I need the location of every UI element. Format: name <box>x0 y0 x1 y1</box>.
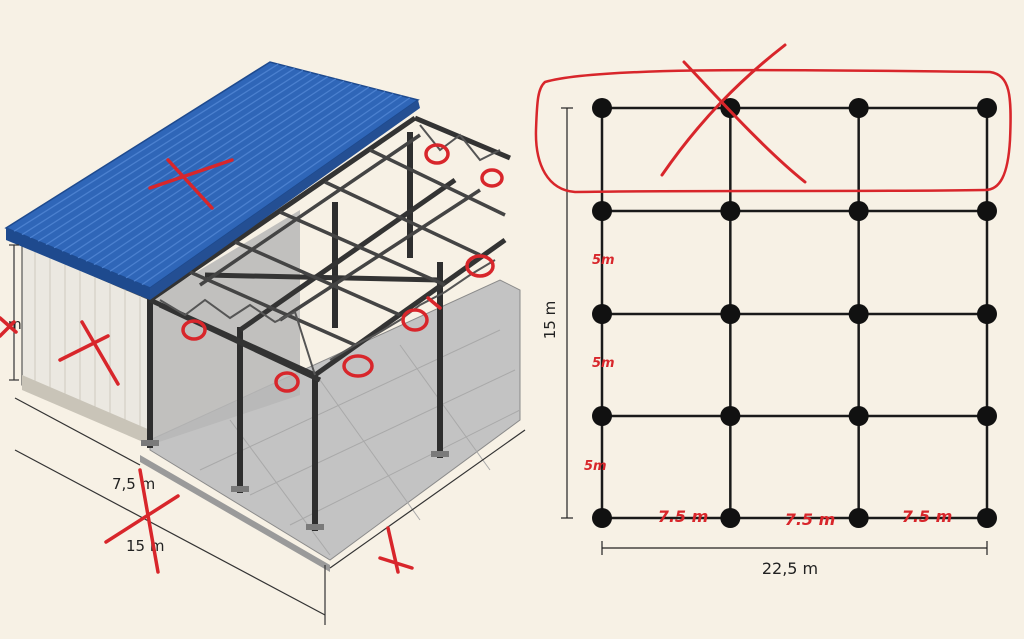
grid-column-point <box>848 406 869 426</box>
grid-column-point <box>848 201 869 221</box>
grid-column-point <box>592 98 612 118</box>
grid-column-point <box>977 304 997 324</box>
roof-rib <box>69 78 337 256</box>
roof-fascia <box>6 228 150 300</box>
roof-rib <box>141 97 411 286</box>
roof-ribs <box>13 63 411 286</box>
steel-columns <box>147 132 443 531</box>
roof-rib <box>45 72 312 246</box>
front-dim-cross-mark <box>104 468 180 574</box>
bay-depth-labels: 5m 5m 5m <box>584 253 615 474</box>
bay-width-label-3: 7.5 m <box>902 507 953 526</box>
grid-column-point <box>592 508 612 528</box>
connection-circle-2 <box>480 168 504 188</box>
roof-rib <box>77 80 345 259</box>
roof-rib <box>85 82 353 262</box>
first-bay-outline <box>534 68 1012 194</box>
bay-width-labels: 7.5 m 7.5 m 7.5 m <box>658 507 953 529</box>
grid-column-point <box>592 201 612 221</box>
connection-circle-6 <box>274 371 300 393</box>
grid-column-point <box>977 201 997 221</box>
grid-column-point <box>720 304 741 324</box>
roof-rib <box>61 76 328 252</box>
steel-purlins <box>189 133 506 347</box>
column-base-plates <box>141 440 449 530</box>
roof-rib <box>93 84 361 266</box>
bay-width-label-2: 7.5 m <box>785 510 836 529</box>
grid-column-point <box>848 508 869 528</box>
grid-column-point <box>592 406 612 426</box>
plan-dimension-lines <box>561 107 988 555</box>
bay-depth-label-3: 5m <box>584 459 607 474</box>
grid-lines <box>600 106 989 520</box>
grid-column-point <box>848 98 869 118</box>
connection-circle-7 <box>181 319 207 341</box>
bay-depth-label-2: 5m <box>592 356 615 371</box>
connection-mark-8 <box>426 296 442 310</box>
bay-width-label-1: 7.5 m <box>658 507 709 526</box>
grid-column-point <box>848 304 869 324</box>
connection-circle-3 <box>465 254 495 278</box>
grid-column-points <box>592 98 997 528</box>
connection-circle-4 <box>401 308 429 332</box>
roof-rib <box>117 91 386 276</box>
connection-circle-1 <box>424 143 450 165</box>
floor-tiles <box>199 329 521 556</box>
column-grid-plan: 15 m 22,5 m 5m 5m 5m 7.5 m 7.5 m 7.5 m <box>541 98 997 578</box>
grid-column-point <box>720 406 741 426</box>
wall-cross-mark <box>58 320 120 386</box>
roof-rib <box>101 86 370 269</box>
grid-column-point <box>592 304 612 324</box>
grid-column-point <box>977 98 997 118</box>
front-dimension-bottom-label: 15 m <box>126 537 164 555</box>
height-cross-mark <box>0 316 18 338</box>
roof-rib <box>21 65 287 236</box>
grid-column-point <box>720 201 741 221</box>
roof-edge-trim <box>150 100 420 300</box>
steel-beams <box>148 115 511 383</box>
perspective-building: m 7,5 m 15 m <box>4 61 526 625</box>
floor-front-edge <box>140 455 330 572</box>
roof-rib <box>109 88 378 272</box>
wall-base <box>22 375 150 445</box>
roof-rib <box>133 95 402 282</box>
total-width-label: 22,5 m <box>762 559 818 578</box>
interior-shadow <box>150 210 300 445</box>
wall-cladding-lines <box>34 250 141 436</box>
roof-rib <box>29 67 296 239</box>
connection-circle-5 <box>342 354 374 378</box>
first-bay-cross-mark <box>660 43 807 184</box>
perspective-markup <box>0 143 504 574</box>
roof-rib <box>37 69 304 242</box>
roof-rib <box>125 93 394 279</box>
roof-rib <box>13 63 279 232</box>
grid-column-point <box>977 406 997 426</box>
roof-rib <box>53 74 320 249</box>
perspective-dimensions <box>9 244 526 625</box>
front-dimension-top-label: 7,5 m <box>112 475 155 493</box>
plan-markup <box>534 43 1012 194</box>
bay-depth-label-1: 5m <box>592 253 615 268</box>
right-dim-cross-mark <box>378 526 414 574</box>
grid-column-point <box>720 508 741 528</box>
total-depth-label: 15 m <box>541 301 559 339</box>
grid-column-point <box>977 508 997 528</box>
grid-column-point <box>720 98 741 118</box>
roof-cross-mark <box>148 158 234 210</box>
